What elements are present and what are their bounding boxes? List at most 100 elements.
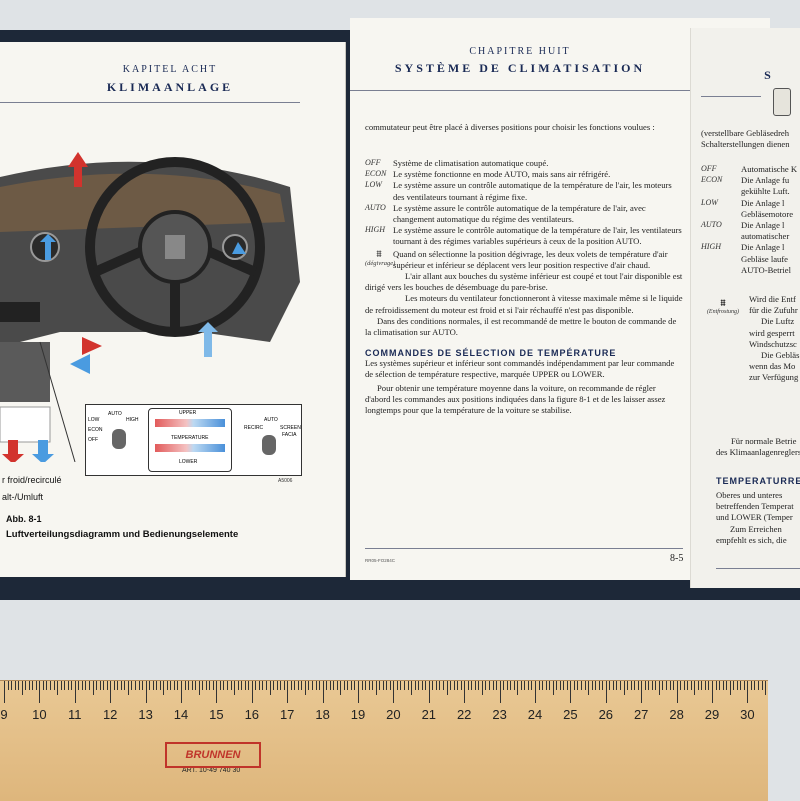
mode-row-high: HIGH Le système assure le contrôle autom… <box>365 225 683 247</box>
far-section-line: und LOWER (Temper <box>716 512 793 523</box>
ruler-tick <box>28 681 30 690</box>
mode-row-defrost: ⩩ (dégivrage) Quand on sélectionne la po… <box>365 249 683 271</box>
far-defrost-line: zur Verfügung <box>749 372 799 383</box>
ruler-tick <box>262 681 264 690</box>
paragraph-fans: Les moteurs du ventilateur fonctionneron… <box>365 293 683 315</box>
temperature-selector-box: UPPER TEMPERATURE LOWER <box>148 408 232 472</box>
ruler-tick <box>205 681 207 690</box>
ruler-tick <box>641 681 643 703</box>
ruler-tick <box>241 681 243 690</box>
ruler-tick <box>634 681 636 690</box>
ruler-tick <box>234 681 236 695</box>
ruler-tick <box>301 681 303 690</box>
ruler-tick <box>53 681 55 690</box>
ruler-tick <box>396 681 398 690</box>
mode-row-off: OFF Système de climatisation automatique… <box>365 158 683 169</box>
ruler-tick <box>439 681 441 690</box>
ruler-tick <box>71 681 73 690</box>
dashboard-illustration <box>0 152 300 462</box>
ruler-number: 28 <box>669 707 684 722</box>
far-mode-term <box>701 231 741 242</box>
ruler-number: 19 <box>350 707 366 722</box>
ruler-tick <box>503 681 505 690</box>
far-mode-text: Gebläse laufe <box>741 253 789 264</box>
legend-line-2: alt-/Umluft <box>2 492 44 502</box>
far-defrost-marker: ⩩ (Entfrostung) <box>703 298 743 315</box>
far-defrost-line: wenn das Mo <box>749 361 796 372</box>
ruler-tick <box>368 681 370 690</box>
far-mode-row: gekühlte Luft. <box>701 186 800 197</box>
paragraph-normal-conditions: Dans des conditions normales, il est rec… <box>365 315 677 338</box>
ruler-tick <box>361 681 363 690</box>
right-chapter-title: SYSTÈME DE CLIMATISATION <box>394 61 646 75</box>
ruler-tick <box>248 681 250 690</box>
intro-text: commutateur peut être placé à diverses p… <box>365 122 655 132</box>
ruler-tick <box>290 681 292 690</box>
ruler-tick <box>287 681 289 703</box>
ruler-tick <box>474 681 476 690</box>
ruler-tick <box>212 681 214 690</box>
ruler-tick <box>524 681 526 690</box>
far-mode-text: Die Anlage l <box>741 242 785 253</box>
ruler-tick <box>145 681 147 703</box>
ruler-tick <box>255 681 257 690</box>
lower-temp-scale <box>155 444 225 452</box>
panel-label-off: OFF <box>88 437 98 443</box>
ruler-tick <box>60 681 62 690</box>
ruler-tick <box>32 681 34 690</box>
right-footer-rule <box>365 548 683 549</box>
far-footer-rule <box>716 568 800 569</box>
ruler-tick <box>131 681 133 690</box>
ruler-number: 11 <box>68 707 82 722</box>
ruler-tick <box>340 681 342 695</box>
ruler-tick <box>616 681 618 690</box>
far-defrost-label: (Entfrostung) <box>706 309 740 315</box>
ruler-number: 18 <box>315 707 330 722</box>
ruler-tick <box>464 681 466 703</box>
ruler-tick <box>421 681 423 690</box>
ruler-number: 13 <box>138 707 153 722</box>
ruler-tick <box>110 681 112 703</box>
ruler-tick <box>694 681 696 695</box>
ruler-tick <box>117 681 119 690</box>
ruler-tick <box>513 681 515 690</box>
panel-label-high: HIGH <box>126 417 139 423</box>
ruler-tick <box>747 681 749 703</box>
ruler-tick <box>404 681 406 690</box>
ruler-tick <box>453 681 455 690</box>
ruler-tick <box>152 681 154 690</box>
air-source-knob-icon <box>262 435 276 455</box>
left-header-rule <box>0 102 300 103</box>
ruler-tick <box>542 681 544 690</box>
section-paragraph-1: Les systèmes supérieur et inférieur sont… <box>365 358 675 380</box>
ruler-tick <box>227 681 229 690</box>
ruler-tick <box>191 681 193 690</box>
far-defrost-icon: ⩩ <box>720 298 726 309</box>
ruler-tick <box>619 681 621 690</box>
panel-label-auto-right: AUTO <box>264 417 278 423</box>
ruler-tick <box>414 681 416 690</box>
far-mode-term: AUTO <box>701 220 722 230</box>
panel-label-upper: UPPER <box>179 410 197 416</box>
defrost-label: (dégivrage) <box>365 259 396 267</box>
left-chapter-title: KLIMAANLAGE <box>106 80 234 94</box>
ruler-number: 27 <box>633 707 649 722</box>
ruler-tick <box>14 681 16 690</box>
ruler-tick <box>499 681 501 703</box>
ruler-tick <box>265 681 267 690</box>
ruler-tick <box>35 681 37 690</box>
ruler-tick <box>605 681 607 703</box>
ruler-tick <box>407 681 409 690</box>
mode-term: AUTO <box>365 202 386 212</box>
far-section-line: empfehlt es sich, die <box>716 534 787 545</box>
ruler-tick <box>389 681 391 690</box>
ruler-tick <box>418 681 420 690</box>
ruler-tick <box>559 681 561 690</box>
far-defrost-line: Windschutzsc <box>749 338 797 349</box>
section-heading-temperature: COMMANDES DE SÉLECTION DE TEMPÉRATURE <box>365 348 617 359</box>
ruler-tick <box>736 681 738 690</box>
panel-label-econ: ECON <box>88 427 103 433</box>
ruler-tick <box>166 681 168 690</box>
ruler-tick <box>726 681 728 690</box>
